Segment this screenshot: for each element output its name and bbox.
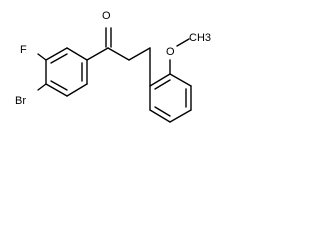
double-bond — [154, 79, 171, 90]
bond — [169, 109, 192, 123]
fluorobromophenyl-ring — [45, 47, 88, 97]
c-br-bond — [37, 83, 47, 91]
bond — [66, 83, 88, 97]
chemical-structure: F Br O O CH3 — [15, 10, 211, 123]
double-bond — [50, 53, 68, 64]
methoxyphenyl-ring — [149, 73, 192, 123]
methoxy-methyl-bond — [176, 38, 190, 47]
bond — [45, 47, 68, 61]
double-bond — [50, 80, 68, 91]
bromine-label: Br — [15, 95, 26, 107]
chain-bond — [107, 47, 130, 61]
fluorine-label: F — [20, 44, 27, 56]
bond — [149, 109, 171, 123]
ring-to-carbonyl-bond — [86, 47, 109, 61]
c-f-bond — [37, 53, 47, 61]
methyl-label: CH3 — [189, 32, 211, 44]
bond — [45, 83, 68, 97]
double-bond — [154, 106, 171, 117]
bond — [149, 73, 171, 87]
bond — [169, 73, 192, 87]
bond — [66, 47, 88, 61]
chain-bond — [128, 47, 151, 61]
carbonyl-oxygen-label: O — [102, 10, 111, 22]
methoxy-oxygen-label: O — [166, 46, 175, 58]
